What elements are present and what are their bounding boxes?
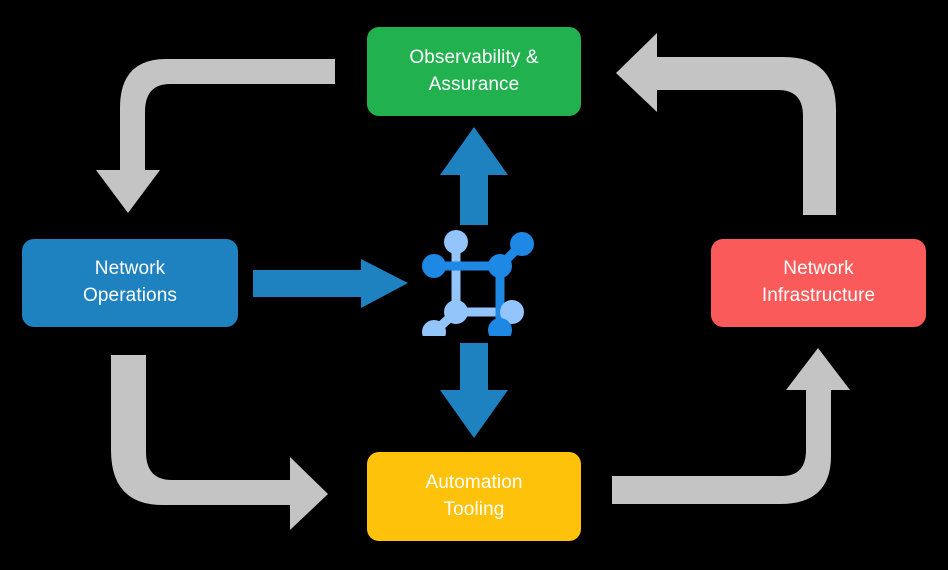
icon-node-left [422, 254, 446, 278]
blue-arrow-up [440, 127, 508, 225]
icon-node-center [488, 254, 512, 278]
node-automation-tooling[interactable]: Automation Tooling [367, 452, 581, 541]
icon-node-top-light [444, 230, 468, 254]
node-observability-assurance[interactable]: Observability & Assurance [367, 27, 581, 116]
network-topology-icon [422, 230, 534, 336]
gray-arrow-bottom-left [111, 355, 328, 530]
blue-arrow-right [253, 259, 408, 308]
icon-node-bottom-left-light [444, 300, 468, 324]
icon-node-bottom [488, 318, 512, 336]
gray-arrow-bottom-right [612, 348, 850, 504]
node-network-operations[interactable]: Network Operations [22, 239, 238, 327]
gray-arrow-top-left [96, 59, 335, 213]
icon-node-top-right [510, 232, 534, 256]
icon-node-right-light [500, 300, 524, 324]
node-network-infrastructure[interactable]: Network Infrastructure [711, 239, 926, 327]
gray-arrow-top-right [616, 33, 836, 215]
icon-node-corner-light [422, 320, 446, 336]
blue-arrow-down [440, 343, 508, 438]
